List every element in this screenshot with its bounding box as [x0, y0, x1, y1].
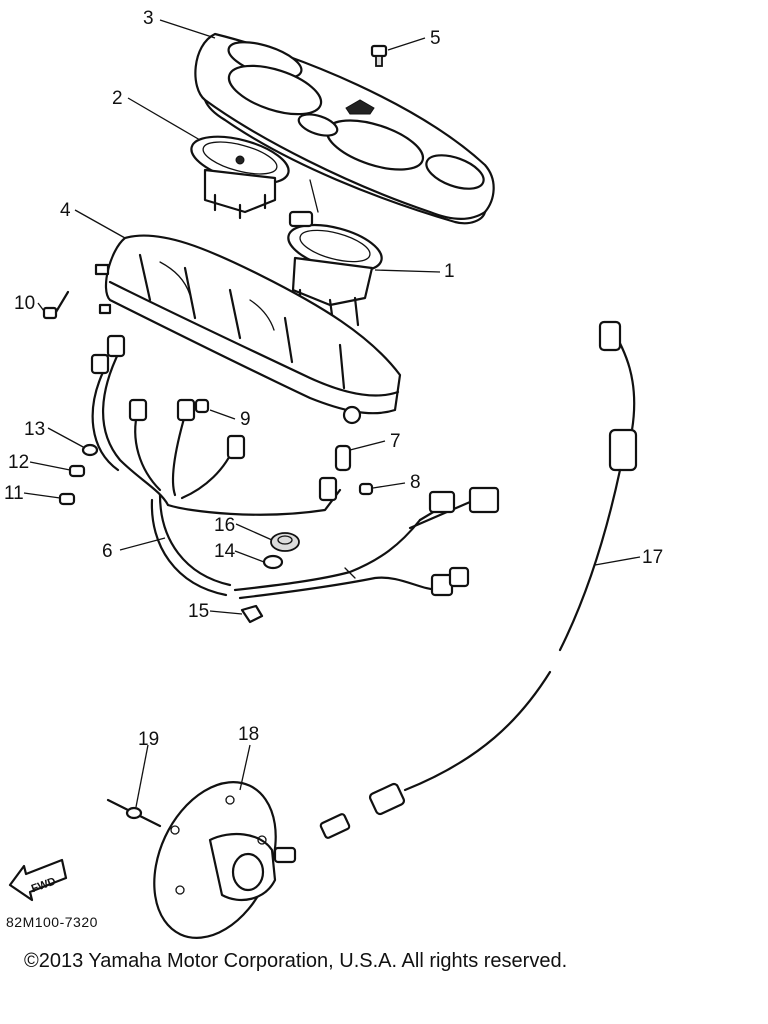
part-5-screw	[370, 44, 388, 67]
forward-arrow-icon: FWD	[8, 858, 68, 902]
callout-11: 11	[4, 483, 24, 504]
part-6-wire-harness	[90, 334, 500, 600]
part-4-meter-case	[94, 234, 402, 425]
part-17-cable	[319, 320, 638, 839]
callout-8: 8	[410, 472, 421, 493]
callout-10: 10	[14, 293, 35, 314]
part-16-grommet	[270, 532, 300, 552]
part-8-bulb	[358, 482, 374, 496]
part-18-gear-unit	[153, 781, 297, 939]
part-9-bulb	[194, 398, 210, 414]
callout-15: 15	[188, 601, 209, 622]
callout-14: 14	[214, 541, 236, 562]
part-10-screw	[42, 290, 70, 320]
callout-17: 17	[642, 547, 663, 568]
callout-6: 6	[102, 541, 113, 562]
part-19-pin	[106, 798, 162, 828]
callout-4: 4	[60, 200, 71, 221]
part-13-washer	[81, 443, 99, 457]
callout-3: 3	[143, 8, 154, 29]
callout-1: 1	[444, 261, 455, 282]
part-12-bulb	[68, 464, 86, 478]
leader-lines	[23, 19, 641, 808]
copyright-notice: ©2013 Yamaha Motor Corporation, U.S.A. A…	[24, 950, 568, 972]
callout-5: 5	[430, 28, 441, 49]
part-14-washer	[262, 554, 284, 570]
callout-16: 16	[214, 515, 235, 536]
part-3-meter-cover	[194, 32, 495, 225]
callout-19: 19	[138, 729, 159, 750]
callout-2: 2	[112, 88, 123, 109]
callout-7: 7	[390, 431, 401, 452]
callout-13: 13	[24, 419, 45, 440]
diagram-code: 82M100-7320	[6, 914, 98, 930]
callout-labels: 3 5 2 4 1 10 7 8 9 13 12 11 6 16 14 15 1…	[4, 8, 663, 750]
part-11-bulb	[58, 492, 76, 506]
callout-18: 18	[238, 724, 259, 745]
callout-12: 12	[8, 452, 29, 473]
part-15-clamp	[240, 604, 264, 624]
callout-9: 9	[240, 409, 251, 430]
part-2-meter	[190, 135, 290, 220]
part-7-socket	[334, 444, 352, 472]
